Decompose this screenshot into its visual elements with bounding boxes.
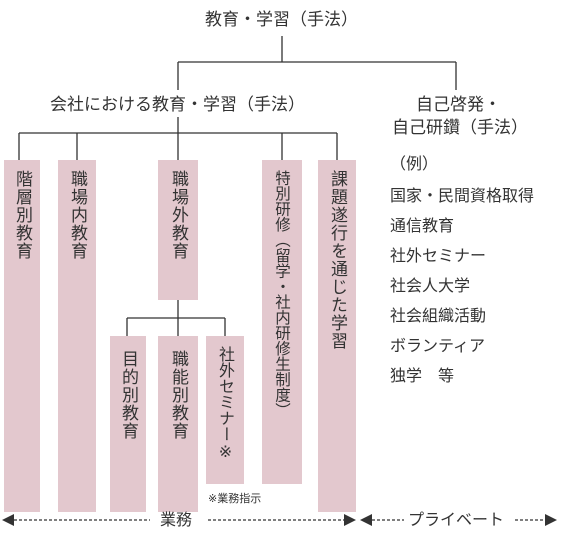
business-label: 業務	[160, 510, 193, 529]
company-title: 会社における教育・学習（手法）	[50, 95, 305, 115]
box-shokunou-label: 職能別教育	[168, 350, 188, 440]
example-item: 社会人大学	[390, 276, 471, 295]
box-mokuteki: 目的別教育	[110, 336, 146, 512]
box-shagai-seminar-label: 社外セミナー※	[216, 346, 235, 461]
example-item: 国家・民間資格取得	[390, 186, 535, 205]
example-item: ボランティア	[390, 336, 486, 355]
box-shokunou: 職能別教育	[158, 336, 198, 512]
example-item: 社会組織活動	[390, 306, 487, 325]
arrow-right-icon	[344, 514, 356, 526]
private-label: プライベート	[408, 510, 505, 529]
arrow-left-icon	[2, 514, 14, 526]
box-shokuba-gai: 職場外教育	[158, 160, 198, 300]
box-shokuba-gai-label: 職場外教育	[168, 170, 188, 260]
box-kadai-label: 課題遂行を通じた学習	[327, 170, 347, 350]
example-item: 通信教育	[390, 216, 455, 235]
self-dev-title-line2: 自己研鑽（手法）	[392, 118, 528, 138]
self-dev-title-line1: 自己啓発・	[416, 95, 501, 115]
box-shokuba-nai-label: 職場内教育	[67, 170, 87, 260]
box-mokuteki-label: 目的別教育	[118, 350, 138, 440]
box-tokubetsu-label: 特別研修（留学・社内研修生制度）	[273, 170, 291, 418]
box-kaisou: 階層別教育	[4, 160, 40, 512]
example-item: 独学 等	[390, 366, 455, 385]
examples-header: （例）	[390, 154, 439, 173]
box-tokubetsu: 特別研修（留学・社内研修生制度）	[262, 160, 302, 484]
footnote: ※業務指示	[208, 492, 262, 505]
box-kaisou-label: 階層別教育	[12, 170, 32, 260]
box-kadai: 課題遂行を通じた学習	[318, 160, 356, 512]
arrow-right-icon	[545, 514, 557, 526]
box-shokuba-nai: 職場内教育	[58, 160, 96, 512]
arrow-left-icon	[360, 514, 372, 526]
box-shagai-seminar: 社外セミナー※	[206, 336, 244, 484]
top-title: 教育・学習（手法）	[205, 10, 358, 30]
example-item: 社外セミナー	[390, 246, 487, 265]
